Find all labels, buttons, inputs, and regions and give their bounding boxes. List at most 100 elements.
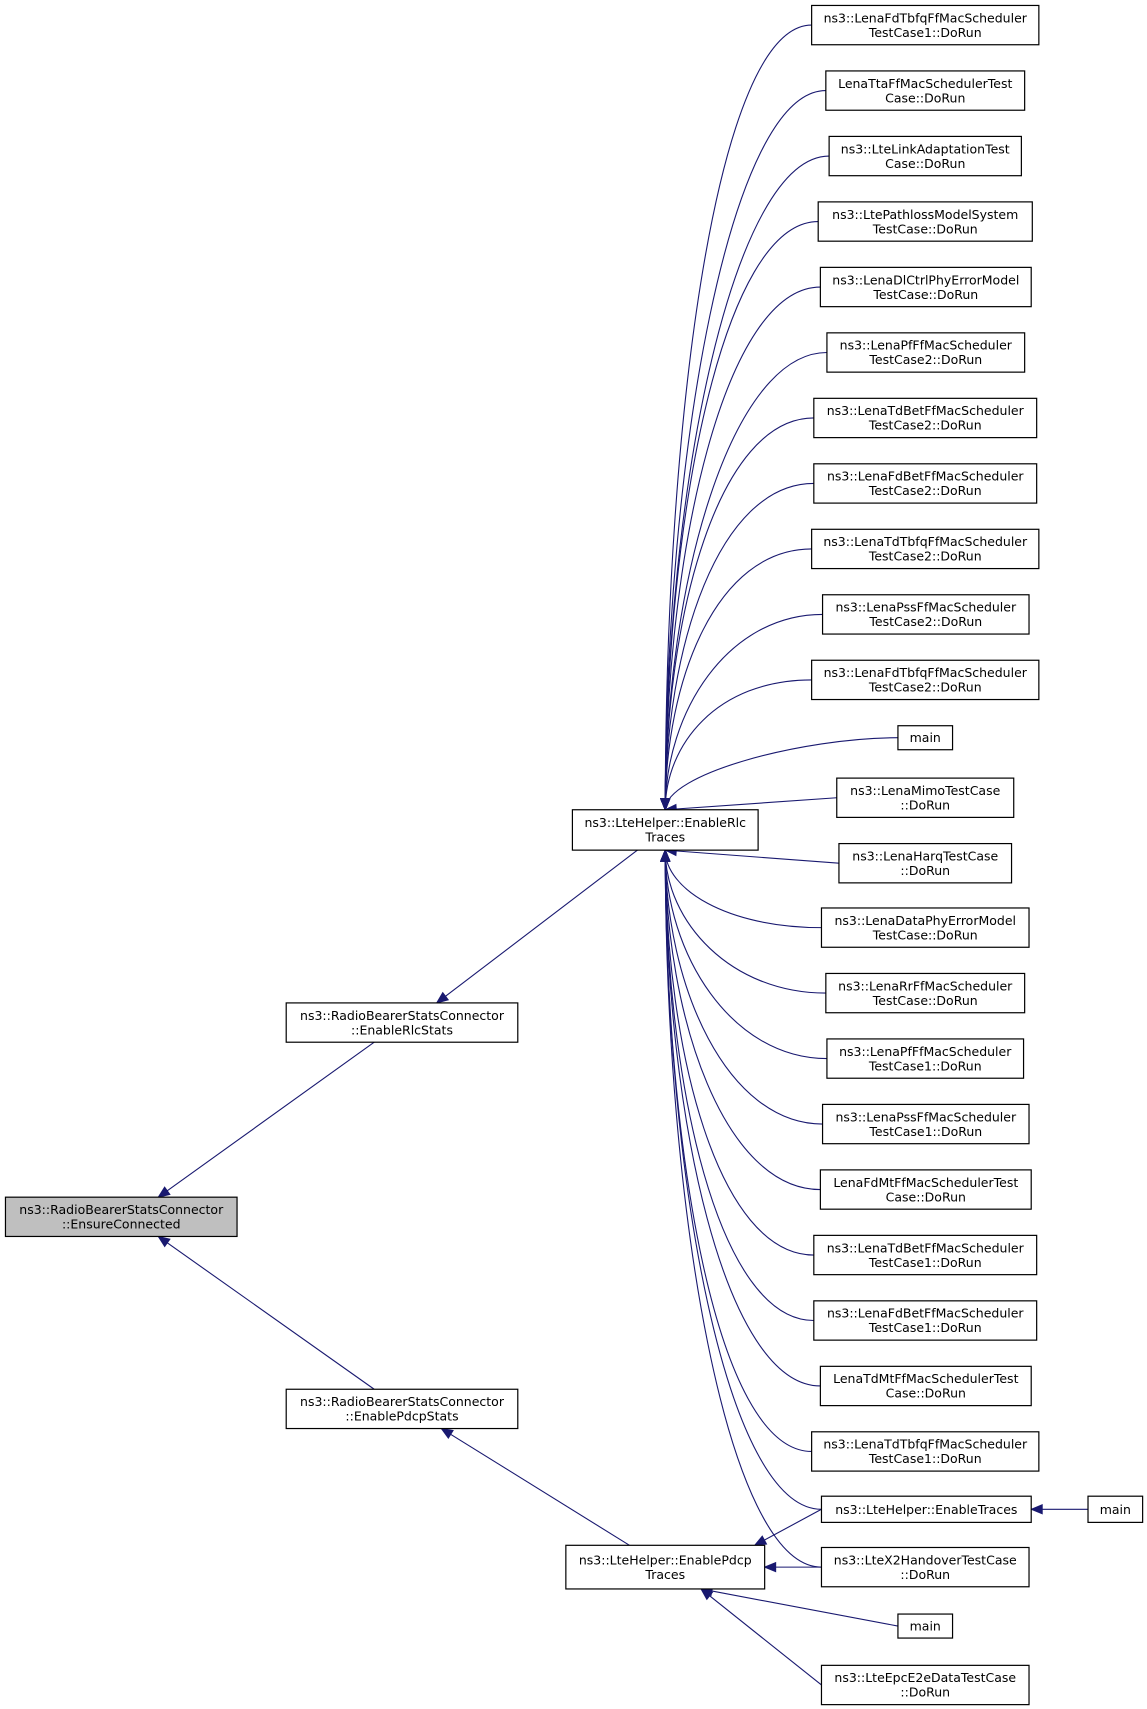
node-label-line: LenaTdMtFfMacSchedulerTest: [833, 1371, 1018, 1386]
node-label-line: main: [1100, 1502, 1131, 1517]
node-c12[interactable]: main: [897, 725, 954, 751]
edge-c4-to-enableRlcTraces: [660, 220, 819, 812]
edge-line: [664, 850, 822, 1510]
node-box: [285, 1388, 519, 1430]
node-box: [811, 1431, 1040, 1472]
edge-line: [664, 286, 821, 810]
node-c7[interactable]: ns3::LenaTdBetFfMacSchedulerTestCase2::D…: [813, 397, 1038, 439]
edge-line: [664, 850, 821, 1387]
edge-line: [436, 849, 638, 1004]
node-c23[interactable]: ns3::LenaTdTbfqFfMacSchedulerTestCase1::…: [811, 1431, 1040, 1472]
node-c18[interactable]: ns3::LenaPssFfMacSchedulerTestCase1::DoR…: [821, 1103, 1030, 1145]
edge-line: [157, 1236, 375, 1390]
node-x2[interactable]: ns3::LteX2HandoverTestCase::DoRun: [820, 1546, 1030, 1588]
node-label-line: ns3::LteLinkAdaptationTest: [841, 141, 1010, 156]
node-label-line: ::EnsureConnected: [62, 1217, 181, 1232]
node-c14[interactable]: ns3::LenaHarqTestCase::DoRun: [838, 842, 1013, 884]
edge-line: [664, 737, 898, 810]
arrowhead: [763, 1561, 777, 1573]
node-label-line: ::EnableRlcStats: [351, 1022, 453, 1037]
edge-enableRlcStats-to-root: [157, 1041, 375, 1198]
node-label-line: Case::DoRun: [885, 90, 965, 105]
node-box: [825, 972, 1026, 1014]
edge-line: [664, 482, 814, 810]
node-c8[interactable]: ns3::LenaFdBetFfMacSchedulerTestCase2::D…: [813, 463, 1038, 504]
node-box: [819, 1169, 1032, 1210]
edge-line: [664, 850, 814, 1256]
node-label-line: ns3::LenaTdTbfqFfMacScheduler: [823, 1437, 1028, 1452]
node-box: [565, 1544, 766, 1590]
edge-c18-to-enableRlcTraces: [660, 848, 823, 1125]
node-c6[interactable]: ns3::LenaPfFfMacSchedulerTestCase2::DoRu…: [826, 332, 1026, 373]
node-root[interactable]: ns3::RadioBearerStatsConnector::EnsureCo…: [4, 1196, 238, 1238]
node-c17[interactable]: ns3::LenaPfFfMacSchedulerTestCase1::DoRu…: [826, 1038, 1025, 1079]
node-box: [819, 1365, 1032, 1407]
node-c10[interactable]: ns3::LenaPssFfMacSchedulerTestCase2::DoR…: [821, 594, 1030, 635]
edge-x2-to-enableRlcTraces: [660, 848, 822, 1568]
node-c5[interactable]: ns3::LenaDlCtrlPhyErrorModelTestCase::Do…: [819, 266, 1032, 308]
node-label-line: TestCase1::DoRun: [868, 1058, 982, 1073]
node-label-line: ns3::LteHelper::EnablePdcp: [579, 1552, 752, 1567]
node-label-line: TestCase::DoRun: [872, 287, 978, 302]
node-c21[interactable]: ns3::LenaFdBetFfMacSchedulerTestCase1::D…: [813, 1300, 1038, 1341]
node-c1[interactable]: ns3::LenaFdTbfqFfMacSchedulerTestCase1::…: [811, 4, 1040, 46]
edge-line: [664, 850, 826, 994]
node-enableTraces[interactable]: ns3::LteHelper::EnableTraces: [820, 1495, 1032, 1523]
node-box: [820, 1664, 1030, 1706]
edge-line: [700, 1588, 822, 1686]
node-label-line: Traces: [644, 830, 685, 845]
edge-c19-to-enableRlcTraces: [660, 848, 821, 1191]
node-label-line: ns3::LenaDlCtrlPhyErrorModel: [832, 272, 1019, 287]
node-label-line: ::DoRun: [900, 863, 950, 878]
node-c13[interactable]: ns3::LenaMimoTestCase::DoRun: [836, 777, 1015, 818]
edge-x2-to-enablePdcpTraces: [763, 1561, 822, 1573]
node-c15[interactable]: ns3::LenaDataPhyErrorModelTestCase::DoRu…: [820, 907, 1030, 948]
edge-line: [441, 1428, 630, 1546]
node-enablePdcpStats[interactable]: ns3::RadioBearerStatsConnector::EnablePd…: [285, 1388, 519, 1430]
node-mainPdcp[interactable]: main: [897, 1613, 954, 1639]
node-label-line: ns3::LenaPssFfMacScheduler: [835, 600, 1017, 615]
node-label-line: TestCase::DoRun: [872, 927, 978, 942]
arrowhead: [660, 848, 671, 862]
edge-c5-to-enableRlcTraces: [660, 286, 821, 812]
edge-line: [664, 850, 821, 1191]
node-label-line: ns3::LenaRrFfMacScheduler: [838, 978, 1013, 993]
node-box: [811, 528, 1040, 570]
edge-c23-to-enableRlcTraces: [660, 848, 812, 1452]
node-box: [571, 809, 759, 851]
node-box: [897, 1613, 954, 1639]
arrowhead: [1029, 1504, 1043, 1515]
node-c11[interactable]: ns3::LenaFdTbfqFfMacSchedulerTestCase2::…: [811, 659, 1040, 701]
node-box: [4, 1196, 238, 1238]
node-box: [811, 659, 1040, 701]
node-c20[interactable]: ns3::LenaTdBetFfMacSchedulerTestCase1::D…: [813, 1234, 1038, 1276]
node-label-line: TestCase1::DoRun: [868, 1451, 982, 1466]
node-enableRlcStats[interactable]: ns3::RadioBearerStatsConnector::EnableRl…: [285, 1002, 519, 1043]
node-box: [825, 70, 1026, 111]
node-mainTraces[interactable]: main: [1087, 1495, 1144, 1523]
edge-line: [664, 850, 812, 1452]
edge-enableTraces-to-enablePdcpTraces: [753, 1508, 822, 1546]
edge-line: [664, 613, 823, 810]
node-c9[interactable]: ns3::LenaTdTbfqFfMacSchedulerTestCase2::…: [811, 528, 1040, 570]
node-label-line: Case::DoRun: [886, 1189, 966, 1204]
node-epc[interactable]: ns3::LteEpcE2eDataTestCase::DoRun: [820, 1664, 1030, 1706]
edge-enablePdcpStats-to-root: [157, 1235, 375, 1390]
node-c4[interactable]: ns3::LtePathlossModelSystemTestCase::DoR…: [817, 201, 1033, 242]
node-label-line: TestCase2::DoRun: [868, 483, 982, 498]
graph-nodes: ns3::RadioBearerStatsConnector::EnsureCo…: [4, 4, 1144, 1706]
node-box: [813, 463, 1038, 504]
edge-line: [664, 417, 814, 810]
arrowhead: [753, 1535, 768, 1546]
edge-line: [664, 850, 822, 929]
edge-c8-to-enableRlcTraces: [660, 482, 814, 812]
arrowhead: [157, 1186, 171, 1198]
edge-line: [664, 850, 827, 1060]
